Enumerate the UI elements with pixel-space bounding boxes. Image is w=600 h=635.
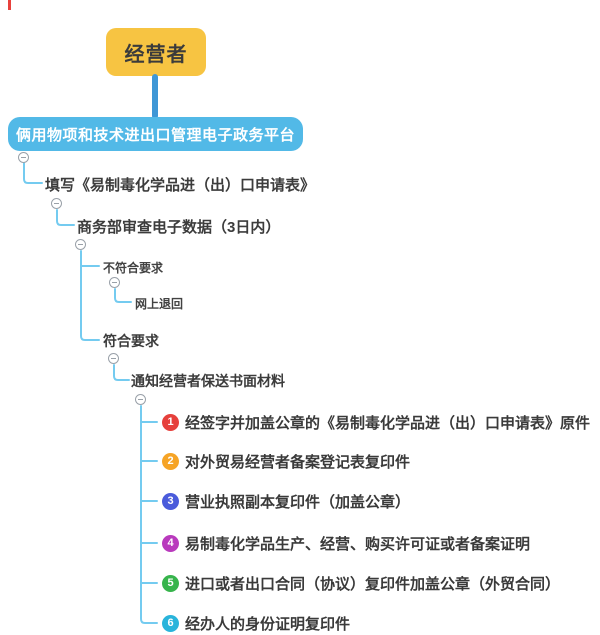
material-item-3[interactable]: 3 营业执照副本复印件（加盖公章） — [162, 492, 411, 511]
platform-topic[interactable]: 俩用物项和技术进出口管理电子政务平台 — [8, 117, 303, 151]
node-online-return[interactable]: 网上退回 — [135, 297, 184, 311]
material-item-2[interactable]: 2 对外贸易经营者备案登记表复印件 — [162, 452, 411, 471]
material-label: 易制毒化学品生产、经营、购买许可证或者备案证明 — [185, 535, 531, 553]
number-badge-3: 3 — [162, 492, 179, 510]
collapse-icon[interactable] — [75, 239, 86, 250]
material-label: 经签字并加盖公章的《易制毒化学品进（出）口申请表》原件 — [185, 414, 591, 432]
collapse-icon[interactable] — [109, 277, 120, 288]
collapse-icon[interactable] — [51, 198, 62, 209]
collapse-icon[interactable] — [108, 353, 119, 364]
material-label: 经办人的身份证明复印件 — [185, 615, 351, 633]
root-topic-operator[interactable]: 经营者 — [106, 28, 206, 76]
material-item-4[interactable]: 4 易制毒化学品生产、经营、购买许可证或者备案证明 — [162, 534, 531, 553]
material-label: 对外贸易经营者备案登记表复印件 — [185, 453, 411, 471]
node-notify-submit-materials[interactable]: 通知经营者保送书面材料 — [131, 373, 285, 389]
node-meet-requirements[interactable]: 符合要求 — [103, 333, 159, 349]
number-badge-5: 5 — [162, 574, 179, 592]
node-mofcom-review[interactable]: 商务部审查电子数据（3日内） — [77, 219, 281, 236]
material-label: 进口或者出口合同（协议）复印件加盖公章（外贸合同） — [185, 575, 561, 593]
material-item-5[interactable]: 5 进口或者出口合同（协议）复印件加盖公章（外贸合同） — [162, 574, 561, 593]
number-badge-2: 2 — [162, 452, 179, 470]
number-badge-4: 4 — [162, 534, 179, 552]
material-label: 营业执照副本复印件（加盖公章） — [185, 493, 411, 511]
red-tick-mark — [8, 0, 11, 10]
collapse-icon[interactable] — [135, 394, 146, 405]
material-item-1[interactable]: 1 经签字并加盖公章的《易制毒化学品进（出）口申请表》原件 — [162, 413, 591, 432]
collapse-icon[interactable] — [18, 152, 29, 163]
material-item-6[interactable]: 6 经办人的身份证明复印件 — [162, 614, 351, 633]
node-not-meet-requirements[interactable]: 不符合要求 — [103, 261, 164, 275]
number-badge-1: 1 — [162, 413, 179, 431]
node-fill-application-form[interactable]: 填写《易制毒化学品进（出）口申请表》 — [45, 177, 316, 194]
root-stem-line — [152, 74, 158, 119]
number-badge-6: 6 — [162, 614, 179, 632]
